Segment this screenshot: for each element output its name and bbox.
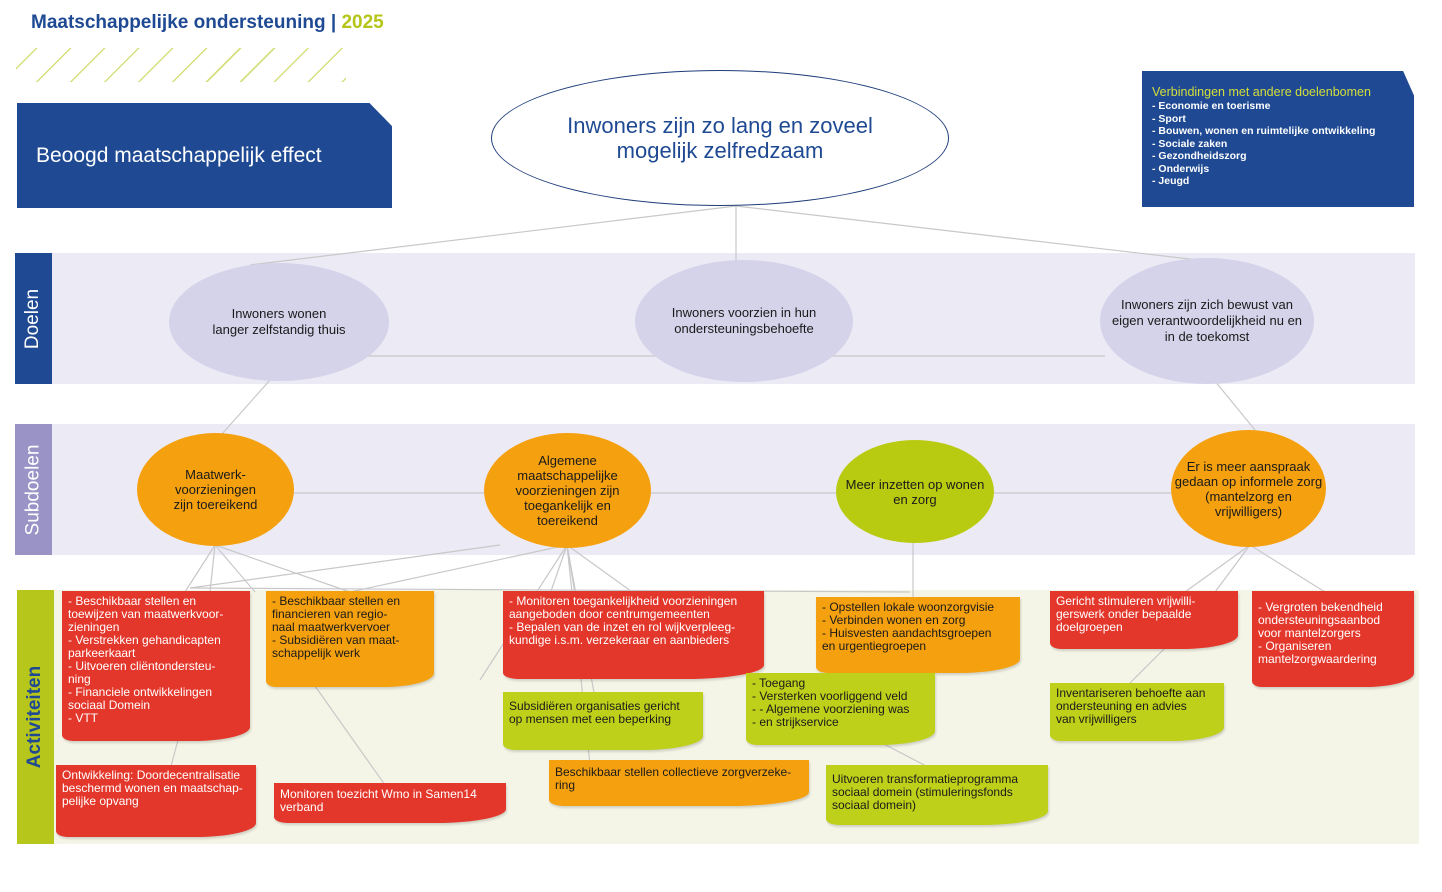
activity-card: Monitoren toezicht Wmo in Samen14 verban…	[274, 783, 506, 823]
connector	[209, 544, 216, 593]
activity-card: - Monitoren toegankelijkheid voorziening…	[503, 591, 764, 679]
related-trees-title: Verbindingen met andere doelenbomen	[1152, 85, 1371, 99]
activity-text: Gericht stimuleren vrijwilli- gerswerk o…	[1056, 594, 1196, 634]
effect-statement-ellipse: Inwoners zijn zo lang en zoveel mogelijk…	[491, 70, 949, 206]
connector	[249, 205, 737, 266]
connector	[1209, 374, 1256, 431]
connector	[1214, 544, 1251, 593]
activity-card: - Beschikbaar stellen en toewijzen van m…	[62, 591, 250, 741]
title-separator: |	[325, 12, 342, 33]
subgoal-node: Er is meer aanspraak gedaan op informele…	[1171, 430, 1326, 547]
activity-text: Inventariseren behoefte aan ondersteunin…	[1056, 686, 1206, 726]
goal-text: Inwoners voorzien in hun ondersteuningsb…	[671, 305, 817, 336]
connector	[189, 587, 911, 593]
activity-text: Uitvoeren transformatieprogramma sociaal…	[832, 772, 1019, 812]
activity-text: - Opstellen lokale woonzorgvisie - Verbi…	[822, 600, 995, 653]
page-title: Maatschappelijke ondersteuning | 2025	[31, 12, 384, 34]
related-trees-box: Verbindingen met andere doelenbomen - Ec…	[1142, 71, 1414, 207]
activity-text: - Vergroten bekendheid ondersteuningsaan…	[1258, 600, 1383, 666]
effect-label: Beoogd maatschappelijk effect	[36, 144, 322, 167]
connector	[189, 544, 501, 589]
activity-text: - Toegang - Versterken voorliggend veld …	[752, 676, 910, 729]
connector	[1249, 544, 1326, 593]
related-tree-item: - Sociale zaken	[1152, 137, 1228, 150]
related-tree-item: - Jeugd	[1152, 175, 1190, 187]
connector	[214, 544, 351, 593]
connector	[735, 205, 1216, 263]
title-year: 2025	[341, 12, 384, 33]
connector	[1124, 647, 1166, 689]
connector	[314, 685, 386, 786]
activity-text: Ontwikkeling: Doordecentralisatie besche…	[62, 768, 243, 808]
activity-card: - Opstellen lokale woonzorgvisie - Verbi…	[816, 597, 1020, 673]
row-label-activiteiten: Activiteiten	[17, 590, 54, 844]
activity-card: - Vergroten bekendheid ondersteuningsaan…	[1252, 591, 1414, 687]
goal-text: Inwoners zijn zich bewust van eigen vera…	[1111, 297, 1303, 344]
activity-card: Ontwikkeling: Doordecentralisatie besche…	[56, 765, 256, 837]
activity-card: - Beschikbaar stellen en financieren van…	[266, 591, 434, 687]
decorative-hatch	[16, 48, 346, 82]
activity-card: Uitvoeren transformatieprogramma sociaal…	[826, 765, 1048, 825]
activity-text: Monitoren toezicht Wmo in Samen14 verban…	[280, 787, 477, 814]
subgoal-text: Maatwerk- voorzieningen zijn toereikend	[173, 467, 258, 512]
connector	[221, 379, 271, 435]
title-text: Maatschappelijke ondersteuning	[31, 12, 326, 33]
activity-card: Beschikbaar stellen collectieve zorgverz…	[549, 760, 809, 806]
connector	[1184, 544, 1251, 593]
related-tree-item: - Bouwen, wonen en ruimtelijke ontwikkel…	[1152, 125, 1376, 137]
activity-text: Beschikbaar stellen collectieve zorgverz…	[555, 765, 792, 792]
related-tree-item: - Gezondheidszorg	[1152, 150, 1247, 162]
subgoal-node: Algemene maatschappelijke voorzieningen …	[484, 433, 651, 548]
related-tree-item: - Sport	[1152, 112, 1186, 125]
effect-statement: Inwoners zijn zo lang en zoveel mogelijk…	[567, 113, 873, 163]
goal-text: Inwoners wonen langer zelfstandig thuis	[212, 306, 346, 337]
subgoal-node: Meer inzetten op wonen en zorg	[836, 440, 994, 543]
activity-card: Inventariseren behoefte aan ondersteunin…	[1050, 683, 1224, 741]
activity-text: - Beschikbaar stellen en financieren van…	[272, 594, 401, 660]
connector	[879, 741, 931, 769]
activity-text: - Monitoren toegankelijkheid voorziening…	[509, 594, 738, 647]
connector	[549, 544, 568, 595]
subgoal-text: Er is meer aanspraak gedaan op informele…	[1174, 458, 1323, 519]
activity-text: - Beschikbaar stellen en toewijzen van m…	[68, 594, 224, 725]
connector	[566, 544, 636, 595]
activity-card: - Toegang - Versterken voorliggend veld …	[746, 673, 935, 745]
goal-node: Inwoners wonen langer zelfstandig thuis	[169, 263, 389, 381]
activity-card: Gericht stimuleren vrijwilli- gerswerk o…	[1050, 591, 1238, 649]
activity-text: Subsidiëren organisaties gericht op mens…	[509, 699, 680, 726]
activity-card: Subsidiëren organisaties gericht op mens…	[503, 692, 703, 750]
connector	[184, 544, 216, 593]
row-label-doelen: Doelen	[15, 253, 52, 384]
related-tree-item: - Onderwijs	[1152, 162, 1210, 175]
goal-node: Inwoners zijn zich bewust van eigen vera…	[1100, 258, 1314, 384]
connector	[214, 544, 256, 593]
subgoal-node: Maatwerk- voorzieningen zijn toereikend	[137, 433, 294, 546]
related-tree-item: - Economie en toerisme	[1152, 100, 1271, 112]
subgoal-text: Algemene maatschappelijke voorzieningen …	[515, 453, 620, 528]
goal-node: Inwoners voorzien in hun ondersteuningsb…	[635, 260, 853, 382]
connector	[349, 544, 568, 593]
effect-label-box: Beoogd maatschappelijk effect	[17, 103, 392, 208]
subgoal-text: Meer inzetten op wonen en zorg	[845, 476, 985, 507]
row-label-subdoelen: Subdoelen	[15, 424, 52, 555]
